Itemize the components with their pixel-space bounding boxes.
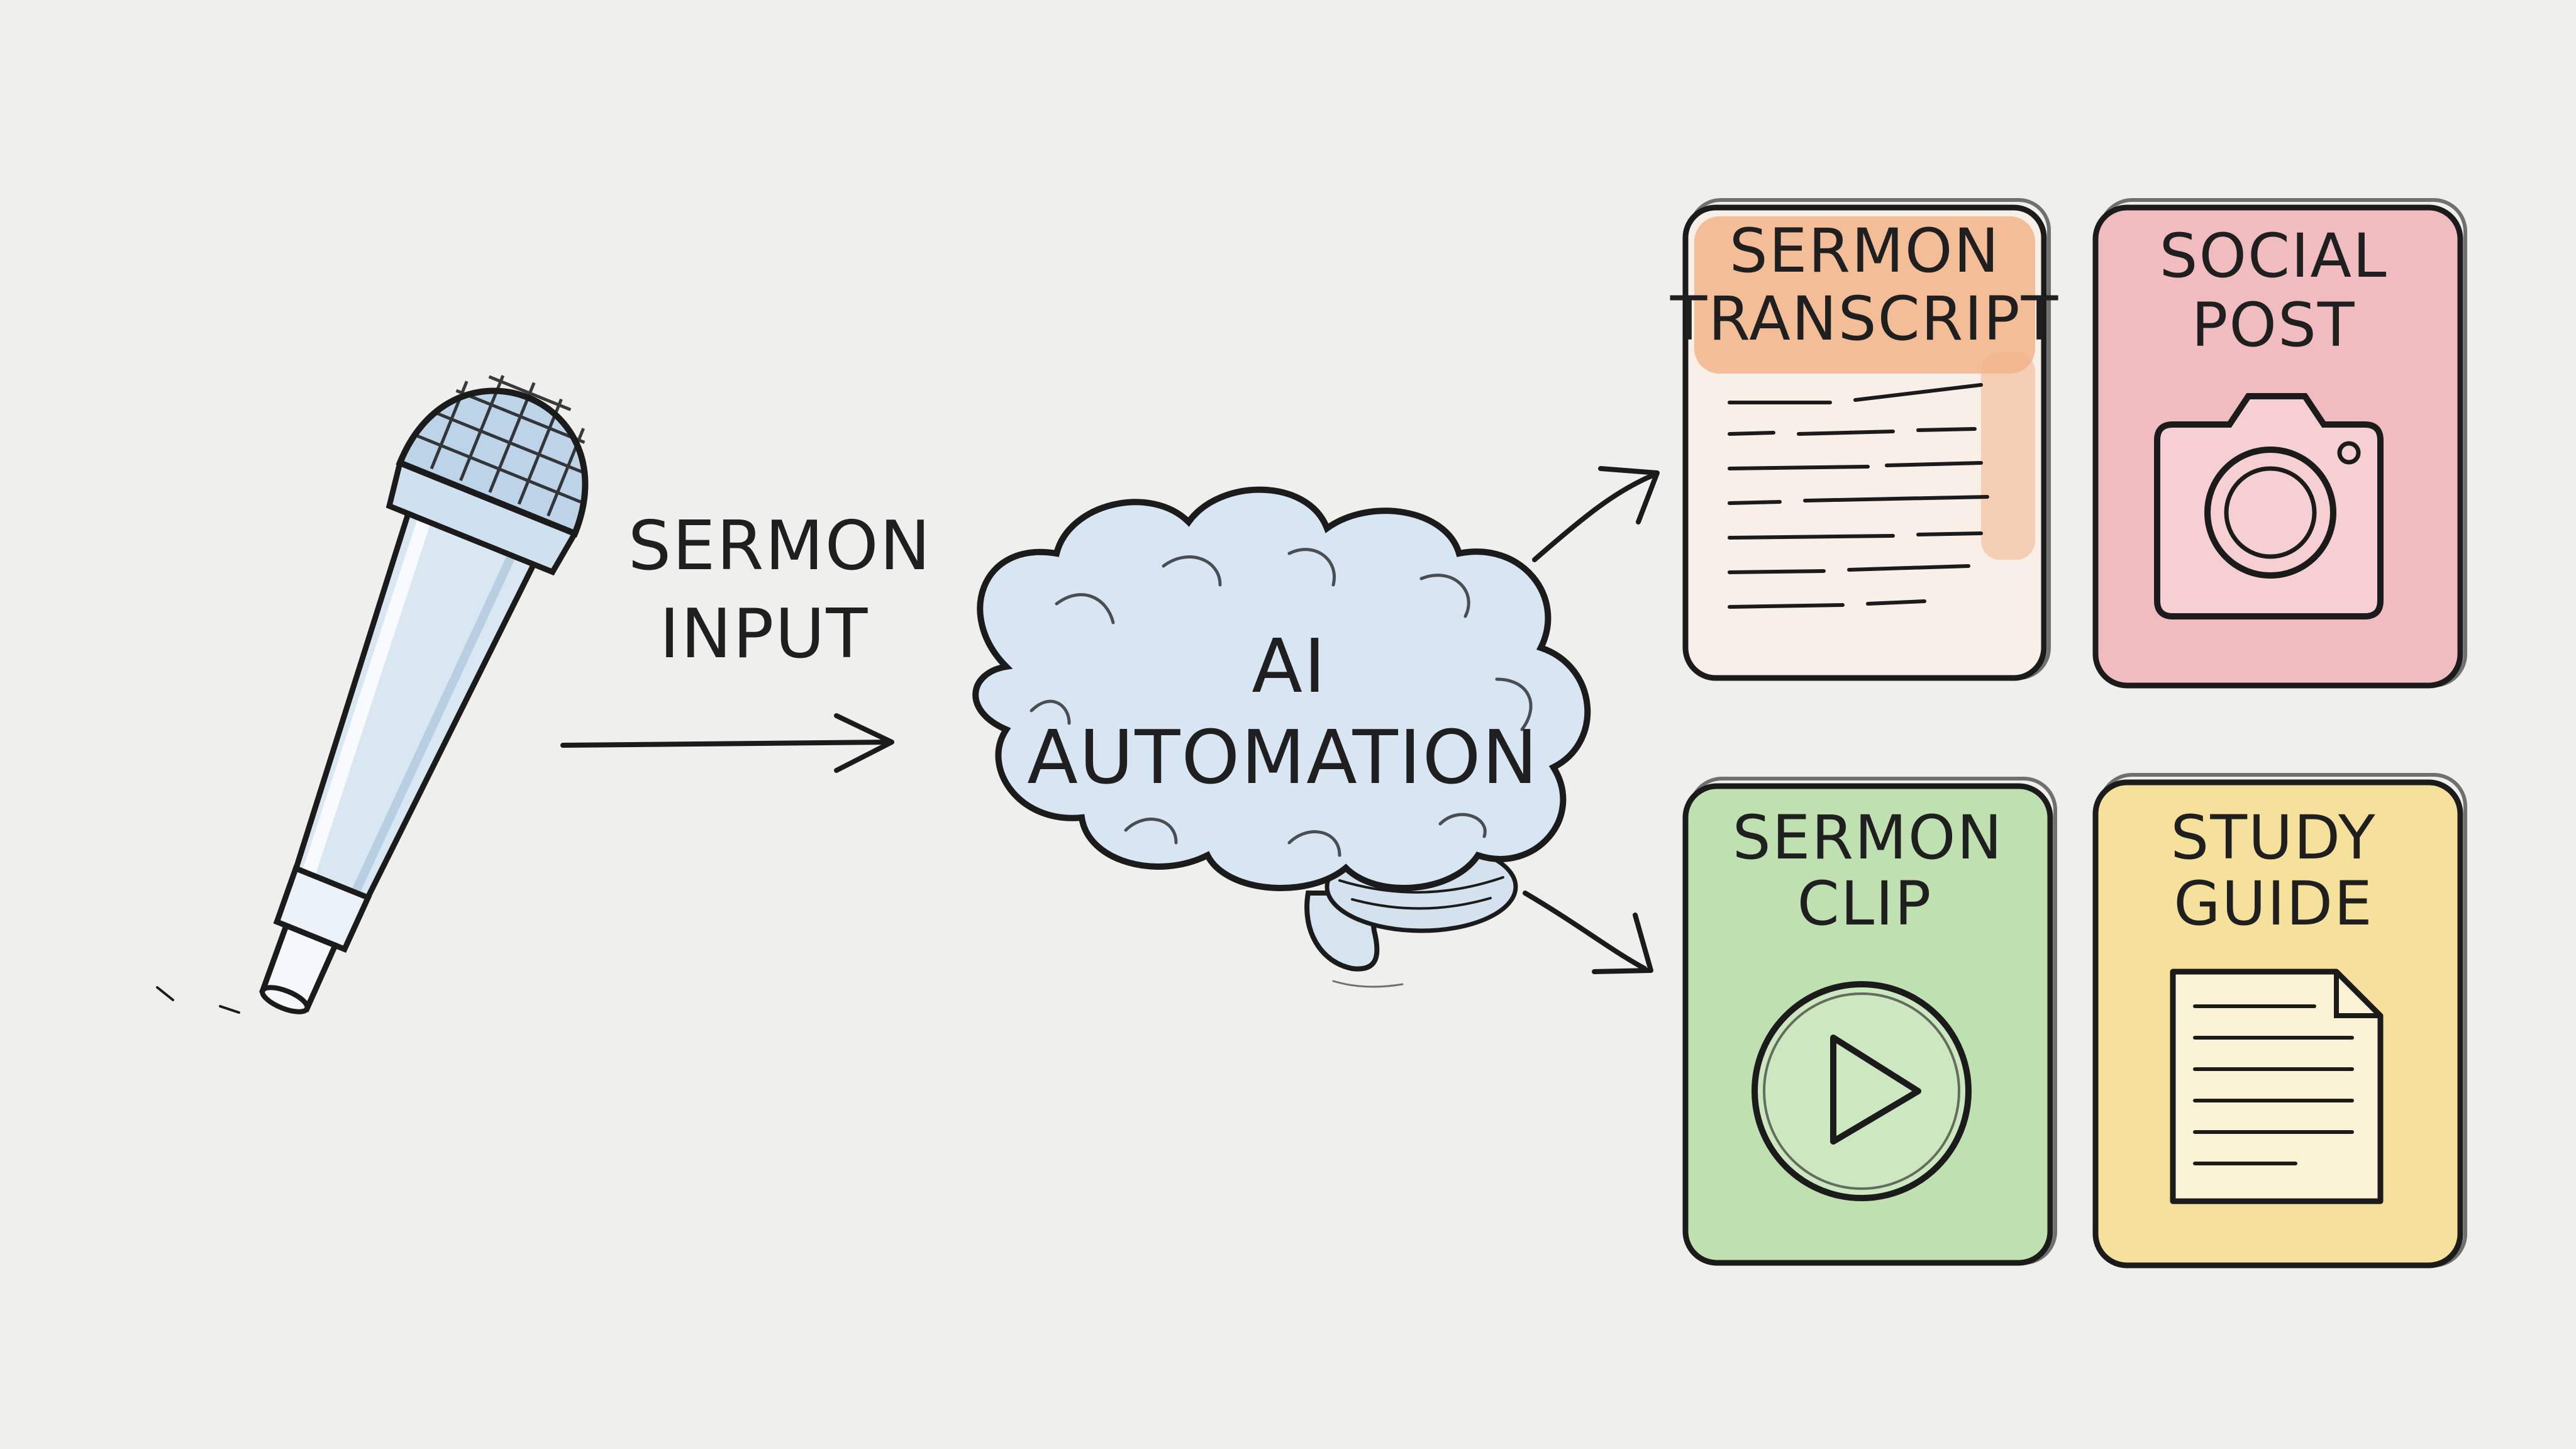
arrow-input-to-ai: [560, 713, 894, 773]
output-card-sermon-clip: SERMON CLIP: [1682, 777, 2057, 1266]
card-social-post-line2: POST: [2191, 290, 2355, 360]
play-button-icon: [1752, 981, 1972, 1201]
output-card-social-post: SOCIAL POST: [2092, 198, 2467, 689]
card-sermon-clip-line1: SERMON: [1733, 802, 2004, 873]
card-social-post-line1: SOCIAL: [2160, 221, 2388, 291]
card-sermon-transcript-line2: TRANSCRIPT: [1670, 284, 2059, 354]
arrow-ai-to-bottom-outputs: [1523, 891, 1653, 974]
card-sermon-clip-line2: CLIP: [1797, 869, 1933, 939]
ai-automation-label-line2: AUTOMATION: [1027, 714, 1538, 801]
output-card-study-guide: STUDY GUIDE: [2092, 773, 2467, 1269]
output-card-sermon-transcript: SERMON TRANSCRIPT: [1670, 198, 2059, 681]
camera-icon: [2154, 393, 2384, 619]
card-sermon-transcript-line1: SERMON: [1729, 216, 2001, 286]
card-study-guide-line1: STUDY: [2170, 802, 2376, 873]
sermon-input-label-line1: SERMON: [628, 507, 932, 586]
sermon-input-label-line2: INPUT: [660, 595, 869, 674]
arrow-ai-to-top-outputs: [1532, 466, 1660, 562]
card-study-guide-line2: GUIDE: [2174, 869, 2373, 939]
ai-automation-label-line1: AI: [1252, 623, 1327, 709]
brain-icon: [972, 486, 1591, 988]
ai-automation-label: AI AUTOMATION: [1027, 623, 1538, 801]
paper-document-icon: [2170, 969, 2384, 1204]
microphone-icon: [156, 375, 589, 1014]
document-lines-icon: [1728, 383, 1989, 609]
sermon-input-label: SERMON INPUT: [628, 507, 932, 674]
